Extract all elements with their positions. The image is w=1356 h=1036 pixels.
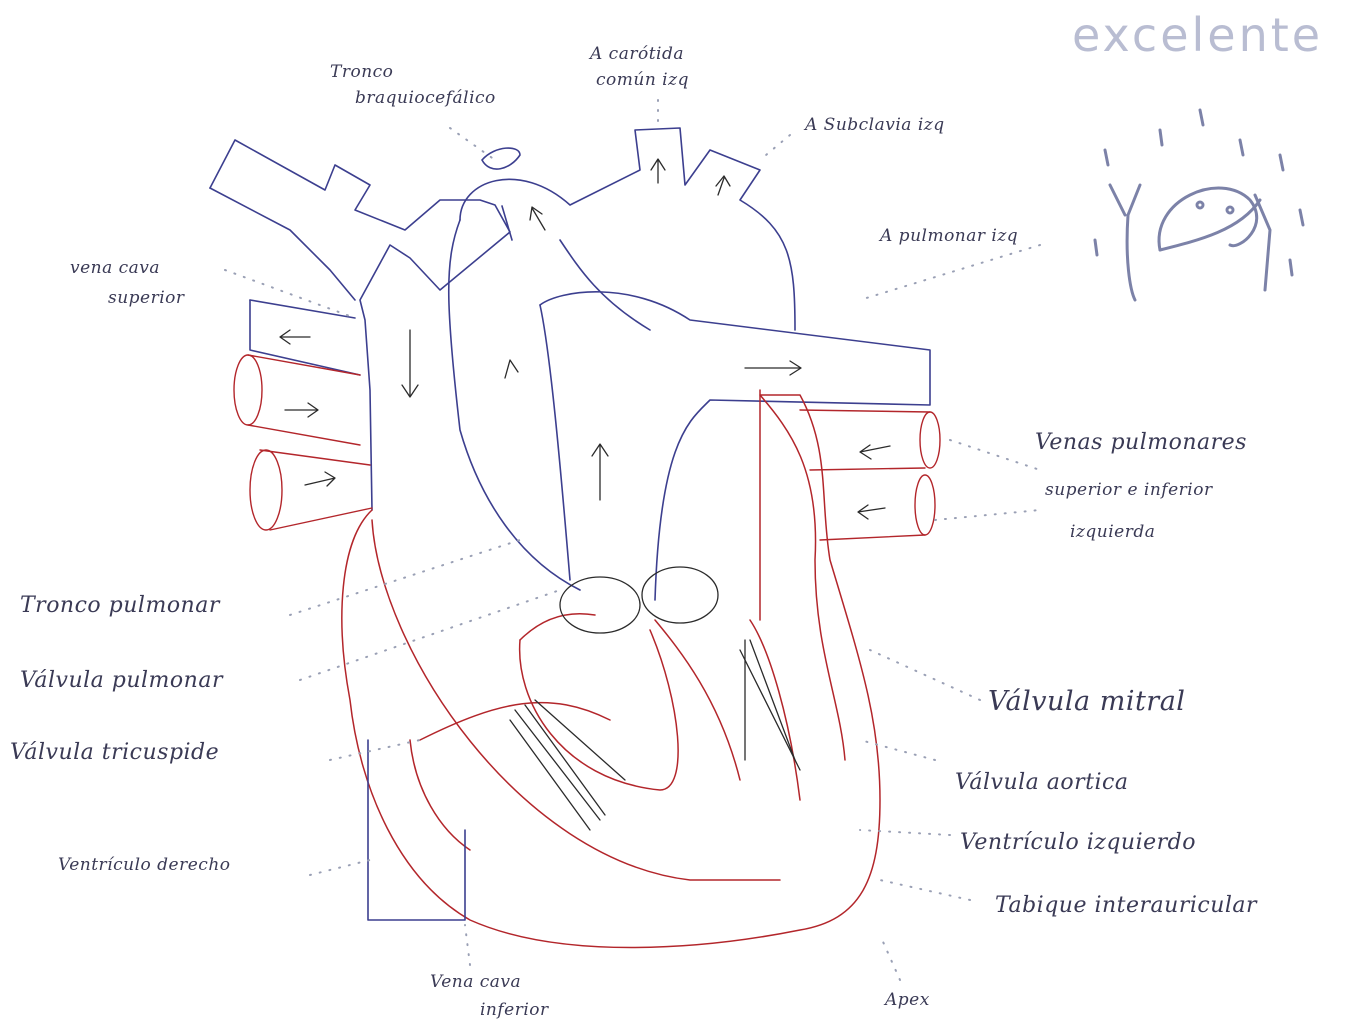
label-tronco-braquiocefalico-1: Tronco	[330, 62, 393, 82]
label-pulmonar-izq: A pulmonar izq	[880, 226, 1018, 246]
excelente-stamp: excelente	[1072, 8, 1323, 62]
label-carotida-2: común izq	[596, 70, 689, 90]
venas-pulmonares-izquierdas	[800, 410, 940, 540]
label-valvula-mitral: Válvula mitral	[988, 686, 1185, 717]
label-vena-cava-inferior-2: inferior	[480, 1000, 549, 1020]
label-vena-cava-superior-1: vena cava	[70, 258, 160, 278]
label-vena-cava-inferior-1: Vena cava	[430, 972, 521, 992]
valves	[510, 567, 800, 830]
aorta	[449, 128, 930, 600]
label-carotida-1: A carótida	[590, 44, 684, 64]
venas-pulmonares-derechas	[234, 355, 372, 530]
label-venas-pulmonares-3: izquierda	[1070, 522, 1155, 542]
label-tronco-braquiocefalico-2: braquiocefálico	[355, 88, 496, 108]
label-valvula-aortica: Válvula aortica	[955, 770, 1128, 795]
vena-cava-inferior	[368, 740, 465, 920]
label-valvula-pulmonar: Válvula pulmonar	[20, 668, 223, 693]
label-vena-cava-superior-2: superior	[108, 288, 185, 308]
label-ventriculo-derecho: Ventrículo derecho	[58, 855, 231, 875]
label-tabique-interauricular: Tabique interauricular	[995, 893, 1257, 918]
label-ventriculo-izquierdo: Ventrículo izquierdo	[960, 830, 1196, 855]
label-venas-pulmonares-1: Venas pulmonares	[1035, 430, 1247, 455]
vena-cava-superior	[210, 140, 512, 510]
stamp-doodle	[1095, 110, 1303, 300]
label-venas-pulmonares-2: superior e inferior	[1045, 480, 1213, 500]
label-subclavia: A Subclavia izq	[805, 115, 945, 135]
heart-wall	[342, 390, 880, 948]
label-apex: Apex	[885, 990, 930, 1010]
label-tronco-pulmonar: Tronco pulmonar	[20, 593, 220, 618]
label-valvula-tricuspide: Válvula tricuspide	[10, 740, 219, 765]
